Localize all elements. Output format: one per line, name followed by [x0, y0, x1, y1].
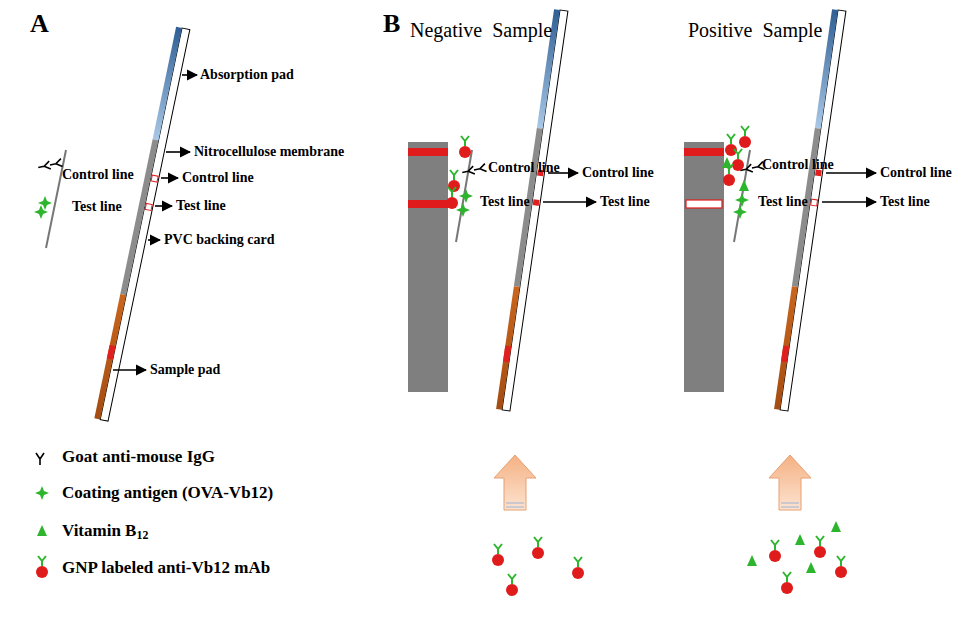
part-label: Test line: [480, 194, 530, 209]
panel-letter: A: [30, 10, 49, 39]
part-label: Sample pad: [150, 362, 220, 377]
legend-text: Coating antigen (OVA-Vb12): [62, 483, 273, 503]
part-label: Absorption pad: [200, 67, 294, 82]
legend-text: Vitamin B12: [62, 521, 148, 541]
part-label: Control line: [182, 170, 254, 185]
part-label: Control line: [488, 160, 560, 175]
part-label: Control line: [62, 167, 134, 182]
panel-heading: Negative Sample: [410, 19, 552, 41]
part-label: Test line: [176, 198, 226, 213]
part-label: Control line: [762, 157, 834, 172]
part-label: Control line: [880, 165, 952, 180]
part-label: Test line: [758, 194, 808, 209]
part-label: Test line: [72, 199, 122, 214]
part-label: Control line: [582, 165, 654, 180]
part-label: Test line: [600, 194, 650, 209]
legend-text: GNP labeled anti-Vb12 mAb: [62, 558, 270, 578]
panel-letter: B: [383, 10, 400, 39]
part-label: Test line: [880, 194, 930, 209]
panel-heading: Positive Sample: [688, 19, 822, 41]
part-label: PVC backing card: [164, 232, 274, 247]
part-label: Nitrocellulose membrane: [194, 144, 344, 159]
legend-text: Goat anti-mouse IgG: [62, 447, 215, 467]
